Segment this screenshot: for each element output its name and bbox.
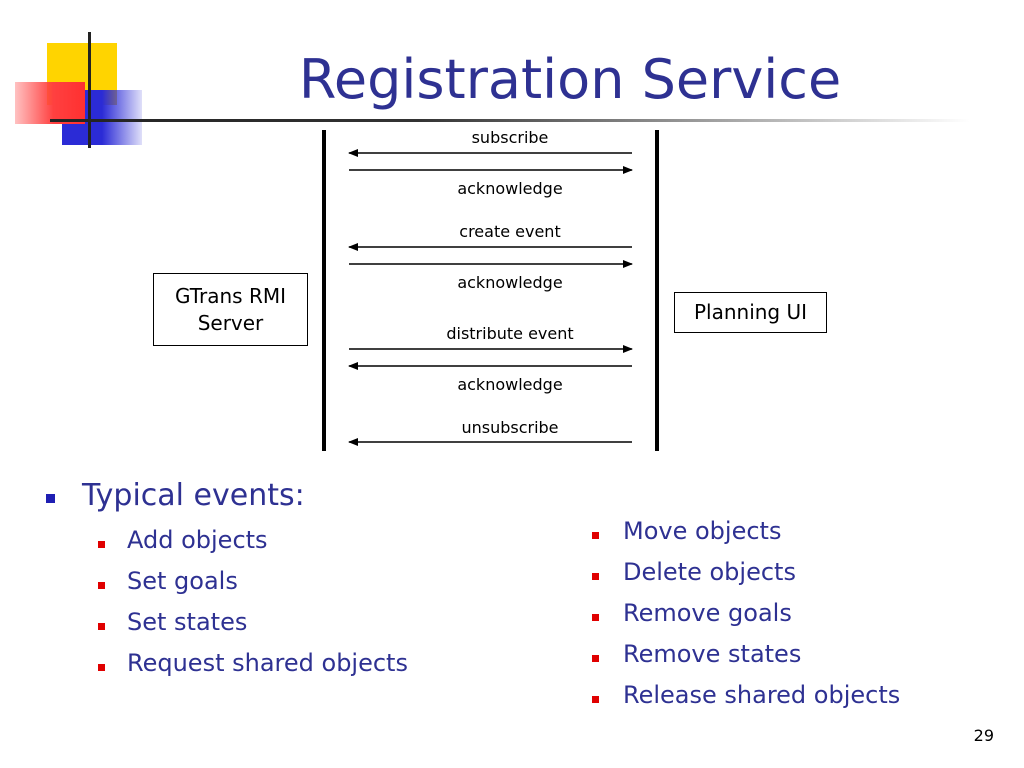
left-bullet-item: Add objects [127, 526, 268, 554]
left-box-line-1: GTrans RMI [174, 283, 287, 308]
corner-decoration [0, 0, 1024, 160]
left-box-line-2: Server [197, 310, 264, 335]
gtrans-rmi-server-box: GTrans RMI Server [153, 273, 308, 346]
sub-bullet-marker [98, 541, 105, 548]
left-bullet-item: Request shared objects [127, 649, 408, 677]
bullet-heading: Typical events: [82, 478, 305, 513]
sub-bullet-marker [592, 696, 599, 703]
message-label: acknowledge [457, 273, 563, 292]
planning-ui-box: Planning UI [674, 292, 827, 333]
message-label: acknowledge [457, 179, 563, 198]
main-bullet-marker [46, 494, 55, 503]
right-bullet-item: Remove goals [623, 599, 792, 627]
sub-bullet-marker [98, 582, 105, 589]
slide-title: Registration Service [298, 48, 842, 111]
left-bullet-item: Set goals [127, 567, 238, 595]
right-bullet-item: Remove states [623, 640, 802, 668]
message-label: distribute event [446, 324, 574, 343]
sub-bullet-marker [98, 664, 105, 671]
page-number: 29 [973, 726, 994, 745]
right-box-label: Planning UI [693, 300, 808, 324]
sub-bullet-marker [592, 655, 599, 662]
sub-bullet-marker [98, 623, 105, 630]
sub-bullet-marker [592, 614, 599, 621]
message-label: create event [459, 222, 561, 241]
red-square [15, 82, 85, 124]
left-bullet-item: Set states [127, 608, 248, 636]
message-label: unsubscribe [461, 418, 559, 437]
vertical-rule [88, 32, 91, 148]
sub-bullet-marker [592, 532, 599, 539]
right-bullet-item: Release shared objects [623, 681, 901, 709]
right-bullet-item: Delete objects [623, 558, 796, 586]
message-label: subscribe [471, 128, 549, 147]
right-bullet-item: Move objects [623, 517, 782, 545]
message-label: acknowledge [457, 375, 563, 394]
horizontal-rule [50, 119, 970, 122]
sub-bullet-marker [592, 573, 599, 580]
